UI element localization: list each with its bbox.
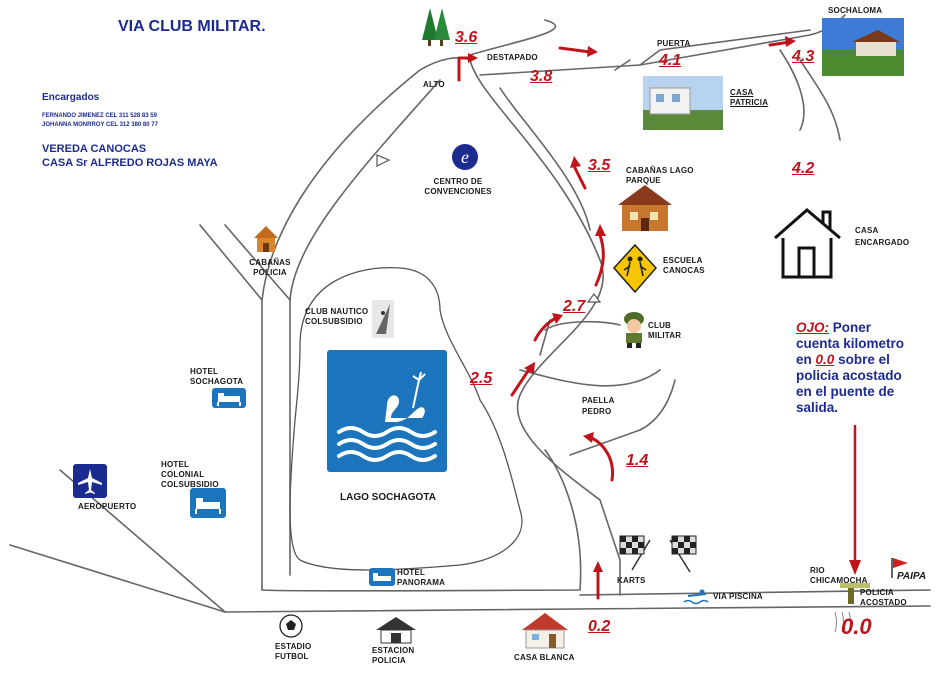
speed-bump-bridge-icon xyxy=(834,583,870,633)
red-arrow-icon xyxy=(558,46,592,54)
km-marker: 4.1 xyxy=(659,52,682,69)
label-alto: ALTO xyxy=(423,80,445,89)
sochaloma-photo xyxy=(822,18,904,76)
cabin-house-icon xyxy=(618,185,672,231)
house-icon xyxy=(774,208,841,279)
note-text: cuenta kilometro xyxy=(796,336,905,351)
note-text: sobre el xyxy=(838,352,890,367)
km-marker-start: 0.0 xyxy=(841,614,872,639)
sailboat-icon xyxy=(372,300,394,338)
label-estadio-futbol: ESTADIO FUTBOL xyxy=(275,642,312,661)
right-road xyxy=(469,59,621,596)
label-paipa: PAIPA xyxy=(897,571,927,582)
km-marker: 3.5 xyxy=(588,157,611,174)
km-marker: 3.8 xyxy=(530,68,553,85)
note-arrow-icon xyxy=(849,560,861,575)
label-club-nautico: CLUB NAUTICO COLSUBSIDIO xyxy=(305,307,369,326)
hotel-colonial-sign xyxy=(190,488,226,518)
note-text: salida. xyxy=(796,400,839,415)
swimmer-icon xyxy=(683,589,709,605)
swan-lake-icon xyxy=(337,371,437,462)
trees-icon xyxy=(422,8,450,46)
bed-sign-icon xyxy=(217,393,241,406)
km-marker: 4.3 xyxy=(792,48,815,65)
note-block: OJO: Poner cuenta kilometro en 0.0 sobre… xyxy=(796,320,940,416)
km-marker: 4.2 xyxy=(792,160,815,177)
label-cabanas-policia: CABAÑAS POLICIA xyxy=(249,258,291,277)
airplane-icon xyxy=(78,469,102,494)
note-text: Poner xyxy=(832,320,872,335)
red-arrow-icon xyxy=(533,316,558,342)
checkered-flags-icon xyxy=(619,535,697,573)
km-marker: 2.7 xyxy=(563,298,586,315)
location-line: VEREDA CANOCAS xyxy=(42,143,147,155)
label-policia-acostado: POLICIA ACOSTADO xyxy=(860,588,907,607)
label-sochaloma: SOCHALOMA xyxy=(828,6,883,15)
main-road xyxy=(224,605,931,613)
hotel-panorama-sign xyxy=(369,568,395,586)
red-arrow-icon xyxy=(590,436,615,482)
km-marker: 0.2 xyxy=(588,618,611,635)
km-marker: 2.5 xyxy=(470,370,493,387)
label-aeropuerto: AEROPUERTO xyxy=(78,502,137,511)
label-cabanas-lago-parque: CABAÑAS LAGO PARQUE xyxy=(626,166,694,185)
note-text: en el puente de xyxy=(796,384,895,399)
lake-outline xyxy=(289,266,523,571)
left-loop-road xyxy=(261,56,471,591)
casa-patricia-photo xyxy=(643,76,723,130)
label-club-militar: CLUB MILITAR xyxy=(648,321,682,340)
km-marker: 1.4 xyxy=(626,452,649,469)
label-casa-blanca: CASA BLANCA xyxy=(514,653,575,662)
white-house-icon xyxy=(522,613,568,649)
red-arrow-icon xyxy=(457,56,474,82)
label-casa-encargado: CASA ENCARGADO xyxy=(855,226,910,247)
red-arrow-icon xyxy=(594,233,605,287)
arrow-heads xyxy=(468,36,796,572)
police-station-icon xyxy=(376,617,416,644)
label-destapado: DESTAPADO xyxy=(487,53,538,62)
label-karts: KARTS xyxy=(617,576,646,585)
note-text: en xyxy=(796,352,812,367)
lake-sign xyxy=(327,350,447,472)
label-escuela-canocas: ESCUELA CANOCAS xyxy=(663,256,705,275)
hut-icon xyxy=(254,226,278,252)
location-line: CASA Sr ALFREDO ROJAS MAYA xyxy=(42,157,218,169)
label-hotel-panorama: HOTEL PANORAMA xyxy=(397,568,446,587)
label-paella-pedro: PAELLA PEDRO xyxy=(582,396,615,416)
triangle-marker-icon xyxy=(376,154,391,167)
bed-sign-icon xyxy=(195,498,221,514)
svg-text:e: e xyxy=(461,147,469,167)
label-puerta: PUERTA xyxy=(657,39,691,48)
red-arrow-icon xyxy=(510,366,532,397)
label-hotel-sochagota: HOTEL SOCHAGOTA xyxy=(190,367,244,386)
km-marker: 3.6 xyxy=(455,29,478,46)
triangle-marker-icon xyxy=(586,293,602,303)
contact-line: FERNANDO JIMENEZ CEL 311 528 83 59 xyxy=(42,113,157,119)
soccer-ball-icon xyxy=(279,614,303,638)
convention-center-logo-icon: e xyxy=(452,144,478,170)
label-casa-patricia: CASA PATRICIA xyxy=(730,88,769,107)
note-text: policia acostado xyxy=(796,368,902,383)
airport-sign xyxy=(73,464,107,498)
hotel-sochagota-sign xyxy=(212,388,246,408)
label-rio-chicamocha: RIO CHICAMOCHA xyxy=(810,566,868,585)
red-arrow-icon xyxy=(573,166,587,190)
label-centro-convenciones: CENTRO DE CONVENCIONES xyxy=(424,177,492,196)
label-via-piscina: VIA PISCINA xyxy=(713,592,763,601)
page-title: VIA CLUB MILITAR. xyxy=(118,18,266,35)
label-estacion-policia: ESTACION POLICIA xyxy=(372,646,415,665)
note-zero: 0.0 xyxy=(815,352,835,367)
label-lago-sochagota: LAGO SOCHAGOTA xyxy=(340,492,436,503)
school-sign-icon xyxy=(612,243,658,294)
bed-sign-icon xyxy=(373,573,391,581)
label-hotel-colonial: HOTEL COLONIAL COLSUBSIDIO xyxy=(161,460,219,489)
contacts-heading: Encargados xyxy=(42,92,100,103)
paipa-flag-icon xyxy=(891,558,908,578)
soldier-icon xyxy=(624,312,644,348)
contact-line: JOHANNA MONRROY CEL 312 380 80 77 xyxy=(42,122,158,128)
note-ojo: OJO: xyxy=(796,320,830,335)
